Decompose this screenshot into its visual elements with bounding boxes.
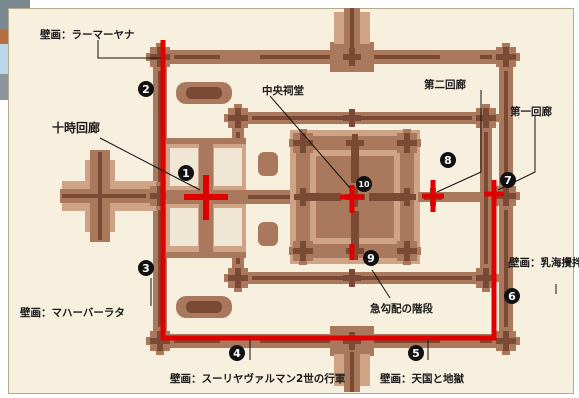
marker-4: 4 (229, 345, 245, 361)
marker-7: 7 (500, 172, 516, 188)
label-mural-suryavarman: 壁画：スーリヤヴァルマン2世の行軍 (170, 372, 346, 385)
label-mural-churning: 壁画：乳海攪拌 (509, 256, 579, 269)
library-north (176, 82, 232, 104)
svg-text:1: 1 (182, 167, 190, 180)
visitor-route (160, 40, 504, 341)
svg-text:4: 4 (233, 347, 241, 360)
library-south (176, 296, 232, 318)
svg-text:9: 9 (367, 252, 375, 265)
marker-1: 1 (178, 165, 194, 181)
label-steep-stairs: 急勾配の階段 (370, 302, 433, 315)
label-first-gallery: 第一回廊 (510, 105, 552, 118)
marker-2: 2 (138, 81, 154, 97)
west-entrance (60, 150, 160, 242)
svg-text:10: 10 (358, 180, 370, 189)
svg-text:7: 7 (504, 174, 512, 187)
label-mural-mahabharata: 壁画：マハーバーラタ (20, 306, 125, 319)
svg-text:2: 2 (142, 83, 150, 96)
marker-5: 5 (408, 345, 424, 361)
label-central-shrine: 中央祠堂 (262, 84, 304, 97)
label-cruciform-gallery: 十時回廊 (52, 120, 100, 135)
marker-3: 3 (138, 260, 154, 276)
svg-text:6: 6 (508, 290, 516, 303)
marker-6: 6 (504, 288, 520, 304)
marker-9: 9 (363, 250, 379, 266)
label-mural-heaven-hell: 壁画：天国と地獄 (380, 372, 464, 385)
svg-text:8: 8 (444, 154, 452, 167)
marker-10: 10 (356, 176, 372, 192)
svg-text:3: 3 (142, 262, 150, 275)
label-mural-ramayana: 壁画：ラーマーヤナ (40, 28, 135, 41)
label-second-gallery: 第二回廊 (424, 78, 466, 91)
marker-8: 8 (440, 152, 456, 168)
svg-text:5: 5 (412, 347, 420, 360)
